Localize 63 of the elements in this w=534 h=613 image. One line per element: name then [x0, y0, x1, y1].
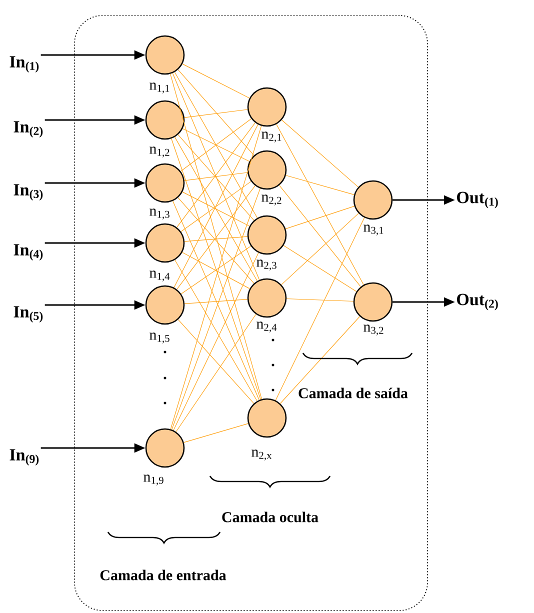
neuron-label: n$_{2,2}$: [262, 194, 282, 206]
neuron-label: n$_{1,5}$: [150, 332, 170, 344]
connection-line: [182, 64, 250, 98]
neuron-label: n$_{2,1}$: [262, 132, 282, 142]
neuron-label: n$_{1,2}$: [150, 146, 170, 158]
connection-line: [178, 134, 254, 221]
connection-line: [286, 175, 354, 195]
connection-line: [180, 118, 252, 172]
connection-line: [182, 192, 250, 226]
connection-line: [178, 197, 254, 284]
signal-label: In$_{(9)}$: [10, 449, 39, 466]
signal-label: In$_{(1)}$: [10, 56, 39, 72]
connection-line: [178, 69, 254, 156]
connection-line: [286, 298, 354, 302]
connection-line: [170, 126, 262, 430]
neuron-label: n$_{2,4}$: [256, 322, 277, 332]
connection-line: [182, 128, 250, 162]
neuron-label: n$_{1,3}$: [150, 208, 170, 220]
signal-label: In$_{(2)}$: [14, 121, 43, 138]
neuron-label: n$_{2,3}$: [256, 260, 276, 270]
connection-line: [276, 124, 364, 286]
connection-line: [283, 245, 357, 292]
connection-line: [184, 109, 248, 118]
neuron-label: n$_{1,1}$: [150, 82, 170, 94]
signal-label: In$_{(5)}$: [14, 306, 43, 322]
neuron-label: n$_{1,4}$: [150, 270, 170, 282]
neuron-label: n$_{1,9}$: [144, 474, 164, 486]
connection-line: [178, 319, 254, 404]
connection-line: [182, 252, 250, 289]
connection-line: [174, 72, 258, 218]
layer-label: Camada de entrada: [98, 568, 228, 582]
layer-label: Camada oculta: [220, 510, 320, 524]
neuron-label: n$_{3,1}$: [364, 224, 384, 236]
connection-line: [170, 74, 262, 400]
connection-line: [171, 138, 261, 400]
connection-line: [176, 185, 256, 290]
connection-line: [173, 252, 259, 431]
connection-line: [176, 122, 256, 228]
signal-label: In$_{(3)}$: [14, 184, 43, 200]
connection-line: [171, 188, 261, 430]
connection-line: [281, 120, 359, 188]
connection-line: [184, 423, 248, 443]
connection-line: [275, 217, 365, 401]
connection-line: [184, 299, 248, 304]
connection-line: [172, 72, 260, 280]
connection-line: [281, 213, 359, 285]
connection-line: [174, 260, 258, 402]
connection-line: [172, 200, 260, 400]
layer-label: Camada de saída: [297, 386, 409, 400]
connection-line: [285, 206, 355, 230]
connection-line: [279, 185, 361, 287]
neuron-label: n$_{3,2}$: [364, 324, 384, 336]
signal-label: In$_{(4)}$: [14, 244, 43, 260]
connection-line: [176, 314, 256, 432]
dotted-frame: [74, 15, 428, 611]
connection-line: [180, 181, 252, 232]
connection-line: [184, 236, 248, 242]
connection-line: [180, 246, 252, 294]
neuron-label: n$_{2,x}$: [252, 450, 272, 460]
connection-line: [184, 172, 248, 181]
signal-label: Out$_{(1)}$: [457, 192, 498, 208]
signal-label: Out$_{(2)}$: [457, 294, 498, 310]
connection-line: [280, 316, 360, 404]
